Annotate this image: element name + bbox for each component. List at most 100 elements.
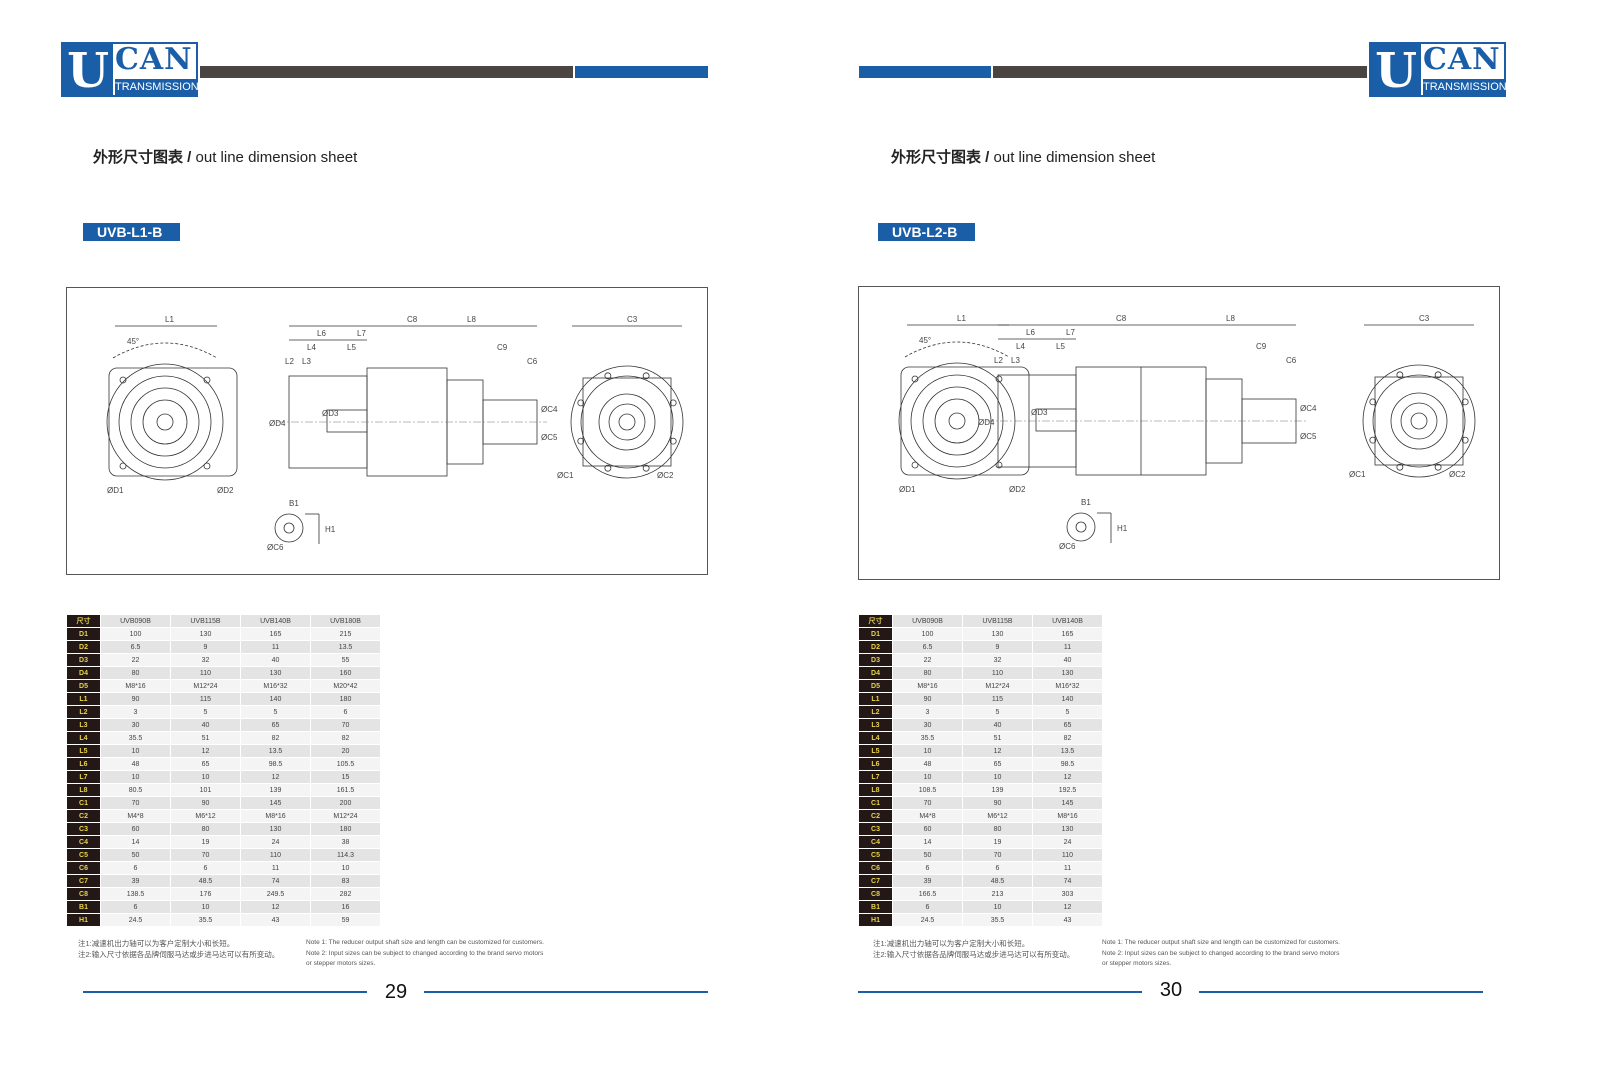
value-cell: 83 bbox=[310, 874, 381, 888]
dimension-label: B1 bbox=[66, 900, 101, 914]
drawing-label: ØD1 bbox=[899, 485, 916, 494]
value-cell: 9 bbox=[962, 640, 1033, 654]
value-cell: M8*16 bbox=[1032, 809, 1103, 823]
value-cell: 70 bbox=[962, 848, 1033, 862]
value-cell: 70 bbox=[892, 796, 963, 810]
value-cell: 60 bbox=[100, 822, 171, 836]
notes-en: Note 1: The reducer output shaft size an… bbox=[306, 939, 544, 967]
value-cell: 80 bbox=[892, 666, 963, 680]
value-cell: 82 bbox=[1032, 731, 1103, 745]
value-cell: 139 bbox=[962, 783, 1033, 797]
value-cell: 40 bbox=[962, 718, 1033, 732]
value-cell: 74 bbox=[1032, 874, 1103, 888]
value-cell: 3 bbox=[892, 705, 963, 719]
drawing-label: C9 bbox=[1256, 342, 1267, 351]
drawing-label: L3 bbox=[1011, 356, 1020, 365]
drawing-label: C9 bbox=[497, 343, 508, 352]
value-cell: 55 bbox=[310, 653, 381, 667]
dimension-label: L8 bbox=[858, 783, 893, 797]
shaft-section bbox=[274, 513, 320, 544]
dimension-label: D1 bbox=[66, 627, 101, 641]
value-cell: M12*24 bbox=[310, 809, 381, 823]
dimension-label: L4 bbox=[858, 731, 893, 745]
value-cell: 51 bbox=[170, 731, 241, 745]
dimension-label: D3 bbox=[858, 653, 893, 667]
value-cell: 130 bbox=[240, 822, 311, 836]
value-cell: 5 bbox=[962, 705, 1033, 719]
dimension-label: D2 bbox=[66, 640, 101, 654]
drawing-label: C3 bbox=[1419, 314, 1430, 323]
drawing-label: C6 bbox=[1286, 356, 1297, 365]
value-cell: 65 bbox=[240, 718, 311, 732]
dimension-label: L3 bbox=[858, 718, 893, 732]
drawing-label: ØD3 bbox=[1031, 408, 1048, 417]
drawing-label: L1 bbox=[957, 314, 966, 323]
side-view bbox=[277, 325, 547, 477]
value-cell: 200 bbox=[310, 796, 381, 810]
value-cell: 100 bbox=[892, 627, 963, 641]
value-cell: 213 bbox=[962, 887, 1033, 901]
drawing-label: ØD4 bbox=[978, 418, 995, 427]
value-cell: 90 bbox=[892, 692, 963, 706]
dimension-label: C6 bbox=[66, 861, 101, 875]
dimension-label: C4 bbox=[858, 835, 893, 849]
footer-line bbox=[83, 991, 367, 993]
dimension-label: L8 bbox=[66, 783, 101, 797]
dimension-label: D5 bbox=[858, 679, 893, 693]
brand-logo: U CAN TRANSMISSION bbox=[1369, 42, 1507, 98]
value-cell: 130 bbox=[962, 627, 1033, 641]
dimension-label: B1 bbox=[858, 900, 893, 914]
drawing-label: ØC4 bbox=[541, 405, 558, 414]
value-cell: 6 bbox=[170, 861, 241, 875]
corner-cell: 尺寸 bbox=[66, 614, 101, 628]
value-cell: 12 bbox=[1032, 770, 1103, 784]
drawing-label: ØC4 bbox=[1300, 404, 1317, 413]
value-cell: 30 bbox=[892, 718, 963, 732]
drawing-label: ØD3 bbox=[322, 409, 339, 418]
value-cell: 215 bbox=[310, 627, 381, 641]
value-cell: M12*24 bbox=[170, 679, 241, 693]
value-cell: 12 bbox=[1032, 900, 1103, 914]
page-number: 29 bbox=[384, 981, 408, 1003]
value-cell: 65 bbox=[962, 757, 1033, 771]
drawing-label: ØC6 bbox=[1059, 542, 1076, 551]
model-header: UVB140B bbox=[1032, 614, 1103, 628]
value-cell: 35.5 bbox=[892, 731, 963, 745]
value-cell: 35.5 bbox=[100, 731, 171, 745]
dimension-label: D1 bbox=[858, 627, 893, 641]
drawing-label: ØC2 bbox=[1449, 470, 1466, 479]
value-cell: 10 bbox=[170, 770, 241, 784]
value-cell: 30 bbox=[100, 718, 171, 732]
value-cell: 161.5 bbox=[310, 783, 381, 797]
value-cell: 140 bbox=[240, 692, 311, 706]
dimension-label: D3 bbox=[66, 653, 101, 667]
value-cell: 35.5 bbox=[170, 913, 241, 927]
value-cell: 110 bbox=[962, 666, 1033, 680]
value-cell: 5 bbox=[1032, 705, 1103, 719]
value-cell: 180 bbox=[310, 822, 381, 836]
drawing-label: ØD4 bbox=[269, 419, 286, 428]
value-cell: 48 bbox=[892, 757, 963, 771]
value-cell: 100 bbox=[100, 627, 171, 641]
drawing-label: C8 bbox=[1116, 314, 1127, 323]
value-cell: 11 bbox=[1032, 640, 1103, 654]
value-cell: 130 bbox=[1032, 666, 1103, 680]
drawing-label: H1 bbox=[1117, 524, 1128, 533]
